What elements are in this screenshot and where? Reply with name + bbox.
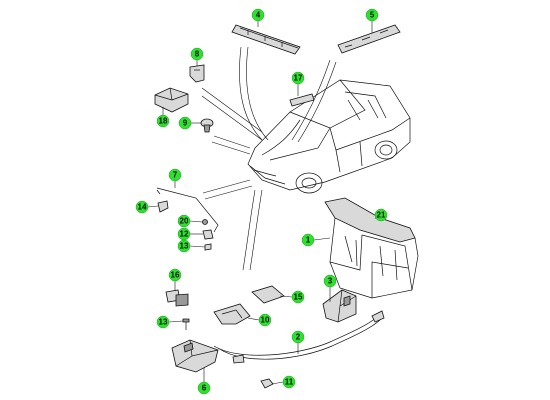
svg-text:7: 7	[173, 171, 178, 180]
svg-text:3: 3	[328, 277, 333, 286]
part-10	[213, 303, 251, 325]
part-6-release-handle	[171, 339, 219, 373]
callout-5: 5	[365, 8, 379, 22]
callout-2: 2	[291, 330, 305, 344]
svg-text:9: 9	[183, 119, 188, 128]
callout-13: 13	[177, 239, 191, 253]
svg-text:6: 6	[202, 384, 207, 393]
callout-10: 10	[258, 313, 272, 327]
callout-21: 21	[374, 208, 388, 222]
svg-text:13: 13	[159, 318, 168, 327]
radiator-support	[324, 197, 419, 299]
part-3	[322, 289, 357, 323]
part-13-screw	[182, 318, 190, 330]
part-14	[157, 200, 169, 213]
part-15	[251, 285, 285, 304]
svg-text:4: 4	[256, 11, 261, 20]
callout-14: 14	[135, 200, 149, 214]
callout-1: 1	[301, 233, 315, 247]
part-18	[154, 87, 189, 113]
vehicle-body	[247, 79, 411, 194]
part-17	[289, 93, 315, 107]
callout-6: 6	[197, 381, 211, 395]
seal-strip-4	[231, 24, 301, 55]
callout-3: 3	[323, 274, 337, 288]
small-parts-group	[202, 219, 214, 251]
callout-9: 9	[178, 116, 192, 130]
svg-text:15: 15	[294, 293, 303, 302]
callout-17: 17	[291, 71, 305, 85]
callout-15: 15	[291, 290, 305, 304]
hood-rod-7	[156, 187, 219, 233]
callout-4: 4	[251, 8, 265, 22]
callout-20: 20	[177, 214, 191, 228]
part-9	[200, 118, 214, 133]
svg-text:11: 11	[285, 378, 294, 387]
callout-13-lower: 13	[156, 315, 170, 329]
hood-seal-bands	[201, 46, 337, 271]
svg-text:10: 10	[261, 316, 270, 325]
svg-text:14: 14	[138, 203, 147, 212]
callout-11: 11	[282, 375, 296, 389]
svg-text:18: 18	[159, 117, 168, 126]
hood-release-cable-2	[213, 310, 385, 364]
svg-text:12: 12	[180, 230, 189, 239]
callout-8: 8	[190, 47, 204, 61]
callout-16: 16	[168, 268, 182, 282]
svg-text:20: 20	[180, 217, 189, 226]
part-8	[189, 64, 205, 83]
svg-text:17: 17	[294, 74, 303, 83]
svg-text:1: 1	[306, 236, 311, 245]
leader-lines	[147, 21, 382, 385]
svg-text:16: 16	[171, 271, 180, 280]
part-16	[165, 289, 189, 307]
callout-7: 7	[168, 168, 182, 182]
callout-12: 12	[177, 227, 191, 241]
callout-18: 18	[156, 114, 170, 128]
svg-text:13: 13	[180, 242, 189, 251]
svg-text:5: 5	[370, 11, 375, 20]
part-11-nut	[260, 378, 274, 389]
svg-text:2: 2	[296, 333, 301, 342]
svg-text:8: 8	[195, 50, 200, 59]
seal-strip-5	[337, 24, 401, 54]
svg-text:21: 21	[377, 211, 386, 220]
